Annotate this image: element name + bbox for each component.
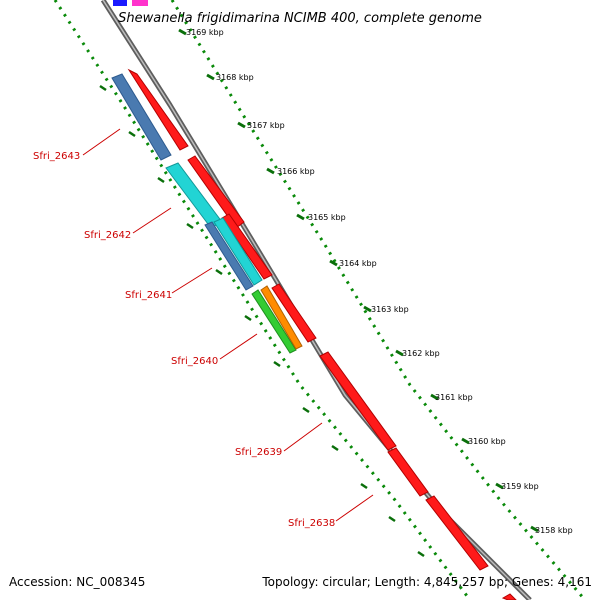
gene-label-sfri-2641[interactable]: Sfri_2641 xyxy=(125,290,172,301)
tick-label: 3158 kbp xyxy=(535,526,573,535)
gene-label-sfri-2639[interactable]: Sfri_2639 xyxy=(235,447,282,458)
tick-label: 3169 kbp xyxy=(186,28,224,37)
label-leaders xyxy=(82,128,374,522)
tick-label: 3164 kbp xyxy=(339,259,377,268)
accession-text: Accession: NC_008345 xyxy=(9,575,145,589)
map-title: Shewanella frigidimarina NCIMB 400, comp… xyxy=(118,11,482,26)
gene-label-sfri-2643[interactable]: Sfri_2643 xyxy=(33,151,80,162)
gene-labels: Sfri_2643 Sfri_2642 Sfri_2641 Sfri_2640 … xyxy=(33,151,335,529)
tick-label: 3163 kbp xyxy=(371,305,409,314)
tick-label: 3160 kbp xyxy=(468,437,506,446)
forward-features xyxy=(113,0,517,600)
gene-label-sfri-2642[interactable]: Sfri_2642 xyxy=(84,230,131,241)
tick-label: 3167 kbp xyxy=(247,121,285,130)
gene-label-sfri-2638[interactable]: Sfri_2638 xyxy=(288,518,335,529)
tick-label: 3162 kbp xyxy=(402,349,440,358)
gene-label-sfri-2640[interactable]: Sfri_2640 xyxy=(171,356,218,367)
tick-label: 3166 kbp xyxy=(277,167,315,176)
reverse-features xyxy=(111,73,303,354)
scale-labels: 3169 kbp 3168 kbp 3167 kbp 3166 kbp 3165… xyxy=(186,28,573,535)
outer-scale-major-ticks xyxy=(178,28,539,533)
tick-label: 3161 kbp xyxy=(435,393,473,402)
inner-scale-track xyxy=(53,0,472,600)
tick-label: 3165 kbp xyxy=(308,213,346,222)
tick-label: 3159 kbp xyxy=(501,482,539,491)
genome-summary-text: Topology: circular; Length: 4,845,257 bp… xyxy=(261,575,592,589)
outer-scale-track xyxy=(170,0,587,600)
inner-scale-minor-ticks xyxy=(99,84,425,558)
tick-label: 3168 kbp xyxy=(216,73,254,82)
